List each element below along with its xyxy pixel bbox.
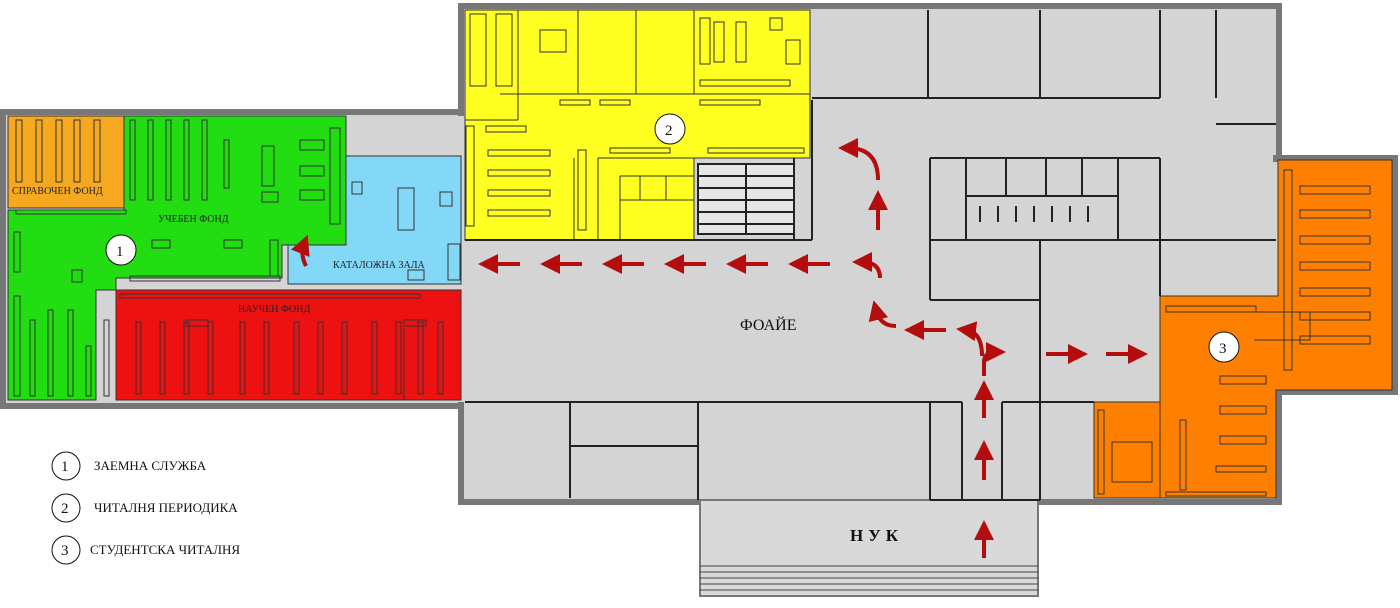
- svg-text:2: 2: [665, 123, 673, 139]
- svg-text:1: 1: [61, 459, 69, 475]
- marker-2: 2: [654, 113, 686, 145]
- legend: 1 ЗАЕМНА СЛУЖБА 2 ЧИТАЛНЯ ПЕРИОДИКА 3 СТ…: [51, 451, 240, 565]
- reference-fund-label: СПРАВОЧЕН ФОНД: [12, 186, 103, 197]
- legend-item-3: 3 СТУДЕНТСКА ЧИТАЛНЯ: [51, 535, 240, 565]
- marker-3: 3: [1208, 331, 1240, 363]
- legend-item-1: 1 ЗАЕМНА СЛУЖБА: [51, 451, 207, 481]
- zone-reference-fund: СПРАВОЧЕН ФОНД: [7, 115, 125, 209]
- legend-item-2: 2 ЧИТАЛНЯ ПЕРИОДИКА: [51, 493, 238, 523]
- zone-student-reading: [1093, 159, 1393, 499]
- svg-text:ЗАЕМНА СЛУЖБА: ЗАЕМНА СЛУЖБА: [94, 458, 207, 473]
- svg-text:3: 3: [61, 543, 69, 559]
- entrance-stairs: [700, 565, 1038, 591]
- svg-text:СТУДЕНТСКА ЧИТАЛНЯ: СТУДЕНТСКА ЧИТАЛНЯ: [90, 542, 240, 557]
- route-arrows: [291, 138, 1148, 558]
- svg-text:2: 2: [61, 501, 69, 517]
- svg-text:3: 3: [1219, 341, 1227, 357]
- svg-text:1: 1: [116, 244, 124, 260]
- entrance-label: НУК: [850, 526, 903, 545]
- zone-periodicals: [464, 9, 811, 241]
- zone-catalog-hall: КАТАЛОЖНА ЗАЛА: [287, 155, 462, 285]
- study-fund-label: УЧЕБЕН ФОНД: [158, 214, 229, 225]
- foyer-label: ФОАЙЕ: [740, 315, 796, 334]
- interior-walls: [465, 10, 1276, 501]
- marker-1: 1: [105, 234, 137, 266]
- zone-study-fund: УЧЕБЕН ФОНД: [7, 115, 347, 401]
- svg-text:ЧИТАЛНЯ ПЕРИОДИКА: ЧИТАЛНЯ ПЕРИОДИКА: [94, 500, 238, 515]
- scientific-fund-label: НАУЧЕН ФОНД: [238, 304, 310, 315]
- zone-scientific-fund: НАУЧЕН ФОНД: [115, 289, 462, 401]
- catalog-hall-label: КАТАЛОЖНА ЗАЛА: [333, 260, 426, 271]
